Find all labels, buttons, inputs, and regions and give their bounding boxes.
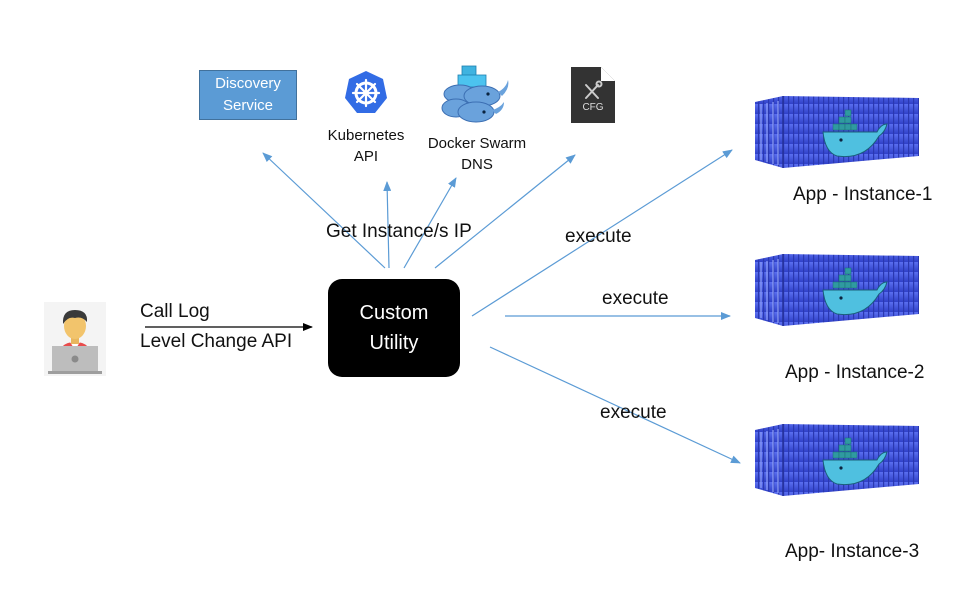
lookup-label: Get Instance/s IP bbox=[326, 221, 472, 242]
developer-with-laptop-icon bbox=[44, 302, 106, 376]
arrow-to-cfg-file bbox=[434, 154, 576, 269]
request-label-line1: Call Log bbox=[140, 301, 210, 322]
arrow-to-instance-3 bbox=[489, 346, 741, 464]
instance-1-label: App - Instance-1 bbox=[793, 184, 933, 205]
kubernetes-label-line2: API bbox=[353, 148, 379, 165]
arrow-to-instance-1 bbox=[471, 149, 733, 317]
discovery-service-label-line2: Service bbox=[222, 97, 274, 114]
docker-swarm-icon bbox=[441, 65, 509, 123]
discovery-service-label-line1: Discovery bbox=[215, 75, 281, 92]
kubernetes-label-line1: Kubernetes bbox=[327, 127, 405, 144]
instance-2-label: App - Instance-2 bbox=[785, 362, 925, 383]
docker-container-icon bbox=[755, 424, 919, 496]
docker-container-icon bbox=[755, 254, 919, 326]
arrow-to-discovery-service bbox=[262, 152, 386, 269]
discovery-service-box: Discovery Service bbox=[199, 70, 297, 120]
custom-utility-box: Custom Utility bbox=[328, 279, 460, 377]
docker-swarm-label: Docker Swarm DNS bbox=[416, 133, 538, 175]
arrow-to-kubernetes-api bbox=[383, 181, 392, 269]
docker-swarm-label-line1: Docker Swarm bbox=[427, 135, 527, 152]
custom-utility-label-line1: Custom bbox=[359, 302, 429, 324]
execute-label-1: execute bbox=[565, 226, 632, 247]
cfg-file-icon: CFG bbox=[571, 67, 615, 123]
docker-swarm-label-line2: DNS bbox=[461, 156, 493, 173]
cfg-file-text: CFG bbox=[582, 102, 604, 113]
docker-container-icon bbox=[755, 96, 919, 168]
execute-label-3: execute bbox=[600, 402, 667, 423]
execute-label-2: execute bbox=[602, 288, 669, 309]
custom-utility-label-line2: Utility bbox=[369, 332, 419, 354]
request-label-line2: Level Change API bbox=[140, 331, 293, 352]
arrow-to-docker-swarm-dns bbox=[403, 177, 457, 269]
kubernetes-label: Kubernetes API bbox=[316, 125, 416, 167]
instance-3-label: App- Instance-3 bbox=[785, 541, 920, 562]
kubernetes-icon bbox=[345, 71, 387, 113]
